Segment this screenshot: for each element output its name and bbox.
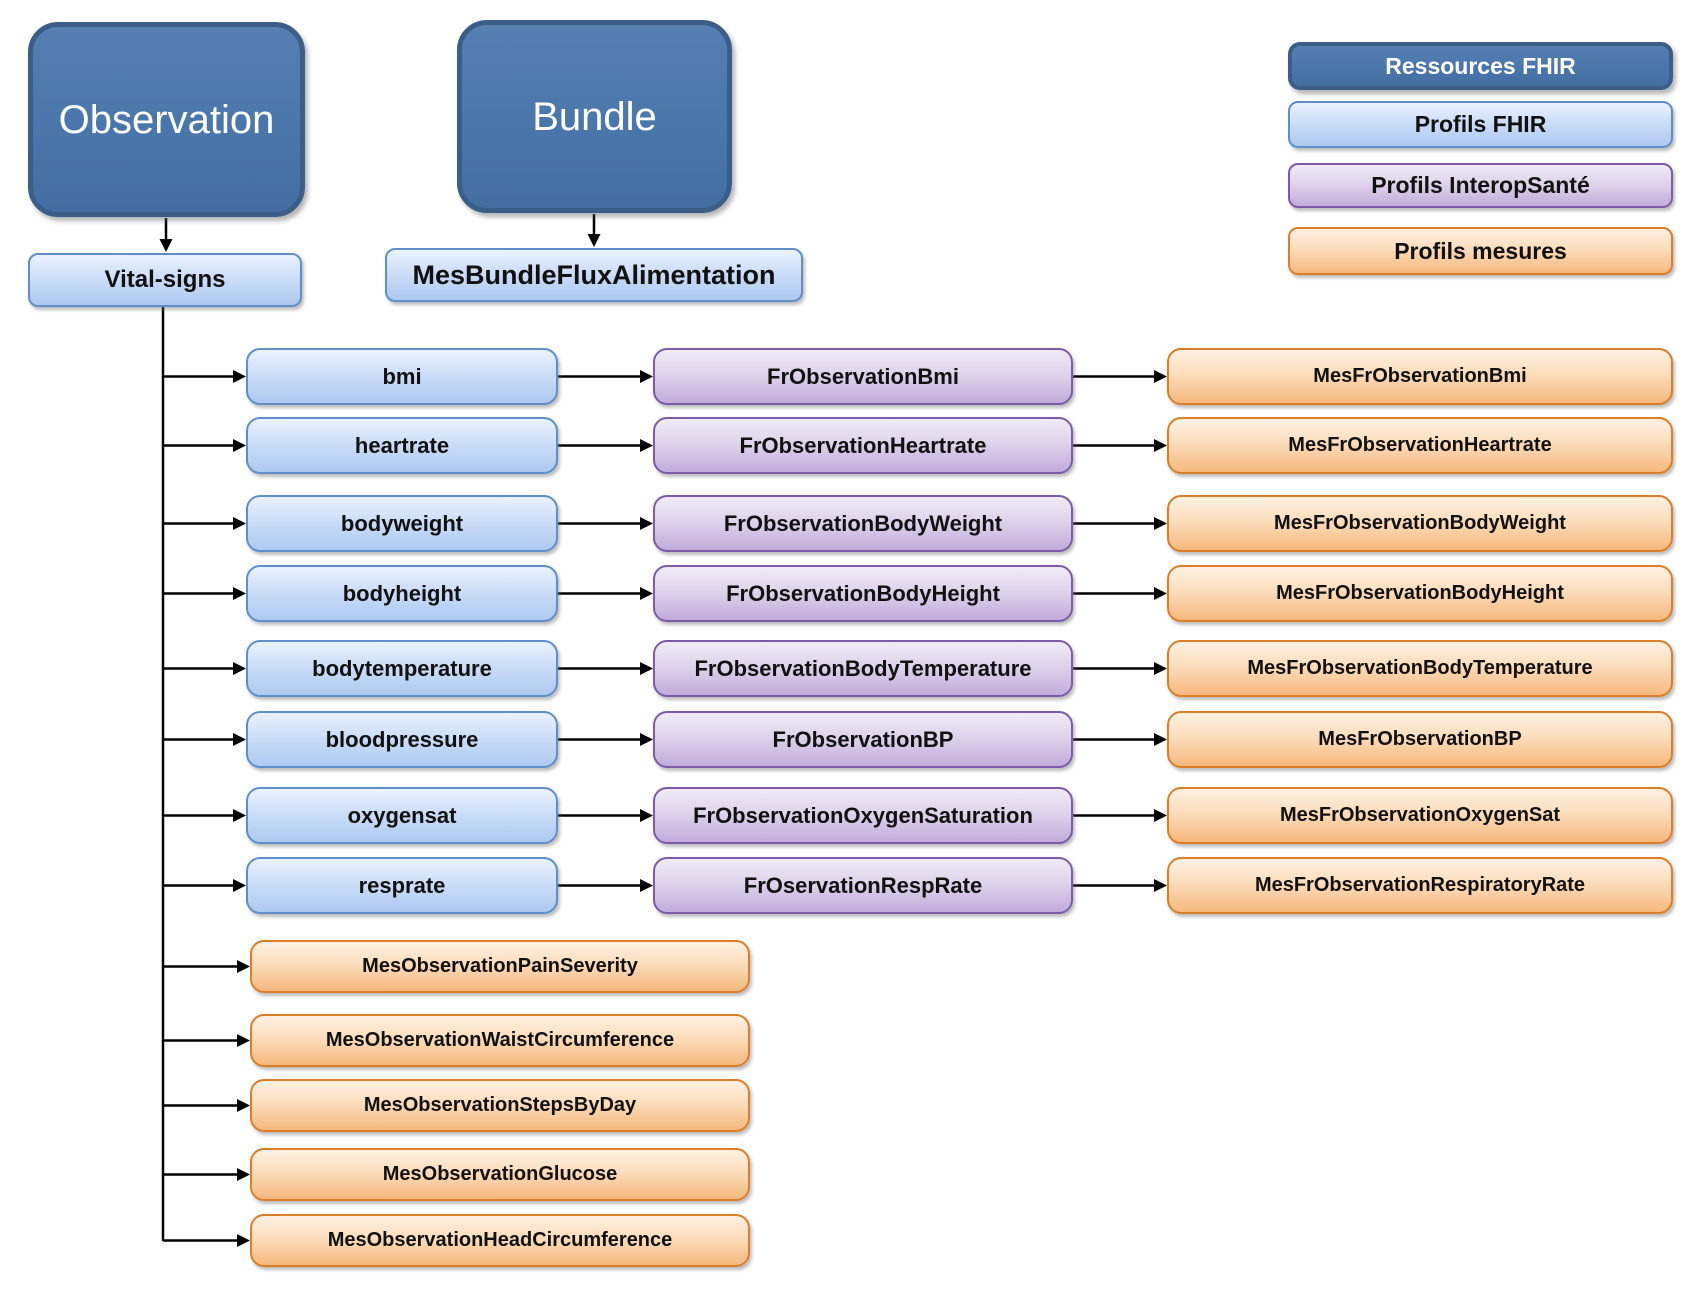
vital-sign-code-box: bodytemperature [246,640,558,697]
bundle-profile-box: MesBundleFluxAlimentation [385,248,803,302]
extra-mesure-profile-box: MesObservationHeadCircumference [250,1214,750,1267]
interopsante-profile-box: FrObservationBmi [653,348,1073,405]
legend-item-profils-interopsante: Profils InteropSanté [1288,163,1673,208]
extra-mesure-profile-box: MesObservationStepsByDay [250,1079,750,1132]
mesure-profile-box: MesFrObservationBodyTemperature [1167,640,1673,697]
interopsante-profile-box: FrObservationBodyHeight [653,565,1073,622]
legend-item-profils-fhir: Profils FHIR [1288,101,1673,148]
interopsante-profile-box: FrObservationOxygenSaturation [653,787,1073,844]
extra-mesure-profile-box: MesObservationGlucose [250,1148,750,1201]
extra-mesure-profile-box: MesObservationWaistCircumference [250,1014,750,1067]
vital-sign-code-box: bmi [246,348,558,405]
vital-sign-code-box: oxygensat [246,787,558,844]
interopsante-profile-box: FrObservationHeartrate [653,417,1073,474]
mesure-profile-box: MesFrObservationBodyWeight [1167,495,1673,552]
mesure-profile-box: MesFrObservationHeartrate [1167,417,1673,474]
bundle-resource-box: Bundle [457,20,732,213]
mesure-profile-box: MesFrObservationBmi [1167,348,1673,405]
vital-sign-code-box: resprate [246,857,558,914]
vital-signs-profile-box: Vital-signs [28,253,302,307]
interopsante-profile-box: FrObservationBP [653,711,1073,768]
mesure-profile-box: MesFrObservationRespiratoryRate [1167,857,1673,914]
vital-sign-code-box: heartrate [246,417,558,474]
interopsante-profile-box: FrOservationRespRate [653,857,1073,914]
vital-sign-code-box: bodyheight [246,565,558,622]
mesure-profile-box: MesFrObservationOxygenSat [1167,787,1673,844]
mesure-profile-box: MesFrObservationBodyHeight [1167,565,1673,622]
legend-item-ressources-fhir: Ressources FHIR [1288,42,1673,90]
legend-item-profils-mesures: Profils mesures [1288,227,1673,275]
interopsante-profile-box: FrObservationBodyTemperature [653,640,1073,697]
interopsante-profile-box: FrObservationBodyWeight [653,495,1073,552]
mesure-profile-box: MesFrObservationBP [1167,711,1673,768]
vital-sign-code-box: bodyweight [246,495,558,552]
vital-sign-code-box: bloodpressure [246,711,558,768]
observation-resource-box: Observation [28,22,305,217]
extra-mesure-profile-box: MesObservationPainSeverity [250,940,750,993]
